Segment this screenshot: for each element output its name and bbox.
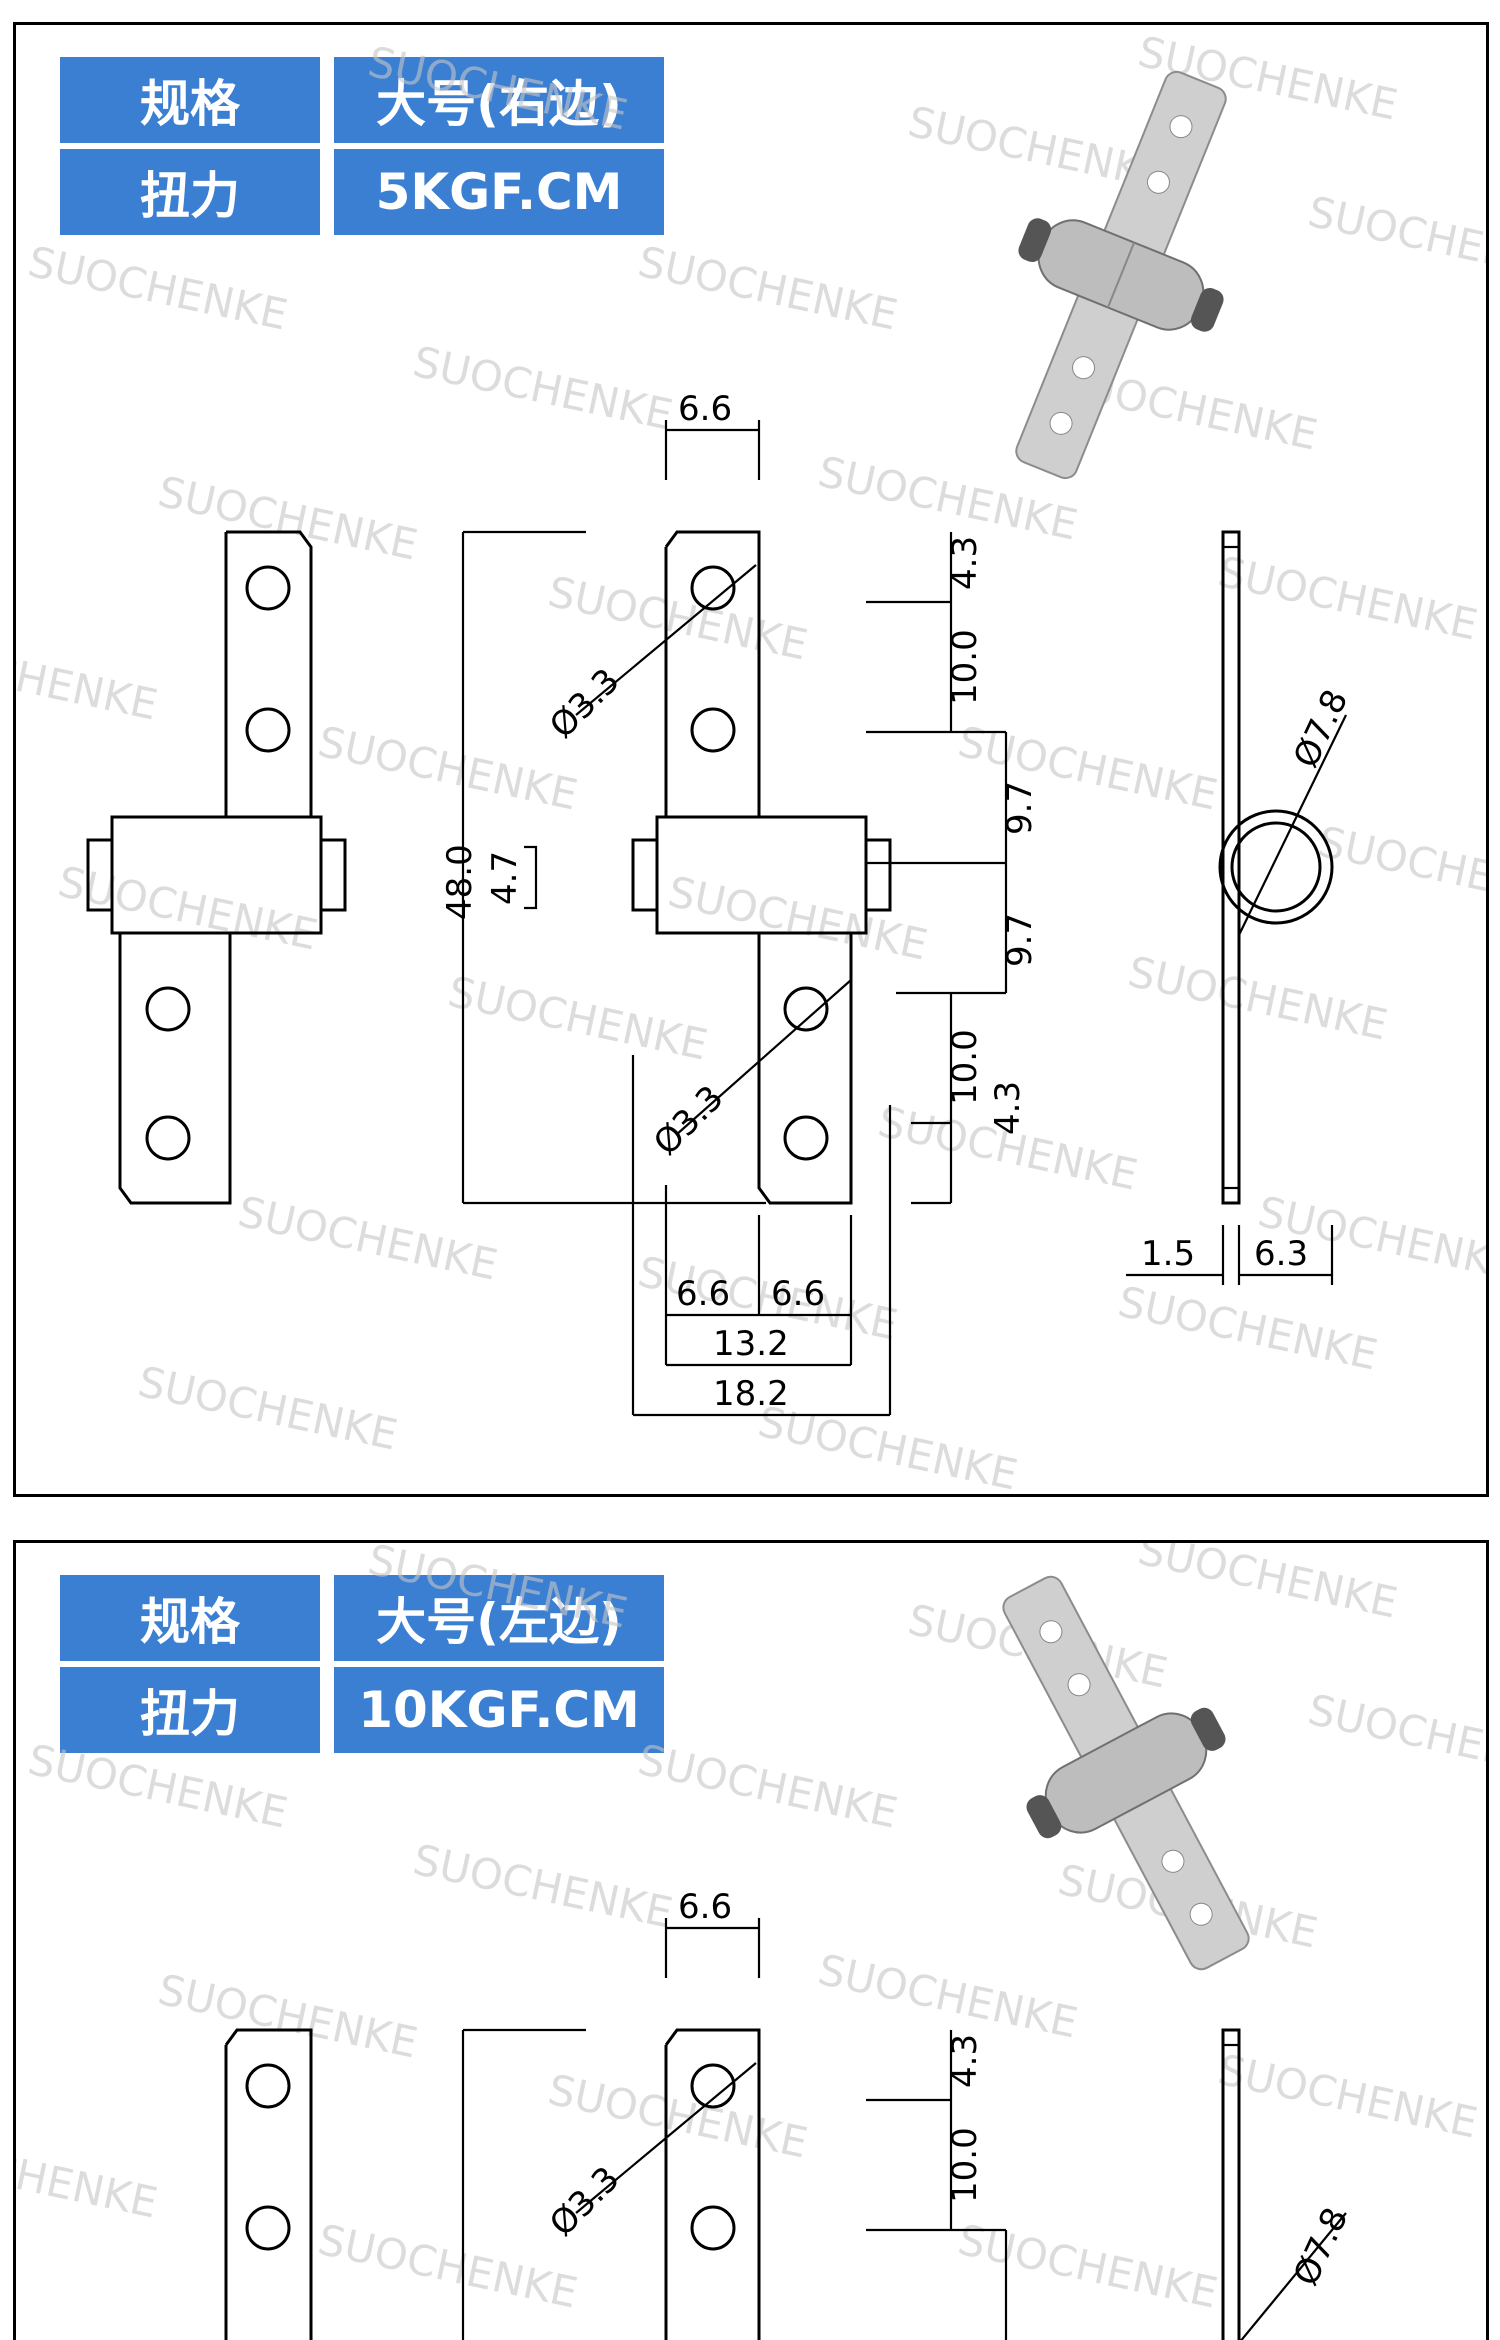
watermark: SUOCHENKE — [664, 867, 932, 970]
watermark: SUOCHENKE — [544, 2065, 812, 2168]
dim-hole-diameter-top: Ø3.3 — [542, 661, 627, 746]
dim-chain-bottom: 6.6 6.6 13.2 18.2 — [631, 1055, 892, 1417]
svg-text:10.0: 10.0 — [945, 2127, 985, 2203]
svg-text:13.2: 13.2 — [713, 1324, 789, 1364]
dim-total-height: 48.0 — [440, 844, 480, 920]
svg-text:6.6: 6.6 — [676, 1274, 730, 1314]
watermark: SUOCHENKE — [1114, 1277, 1382, 1380]
watermark-layer: SUOCHENKE SUOCHENKE SUOCHENKE SUOCHENKE … — [16, 1543, 1486, 2318]
hinge-photo — [1015, 70, 1227, 480]
spec-size-label: 规格 — [60, 1575, 320, 1661]
svg-text:9.7: 9.7 — [1000, 781, 1040, 835]
dim-top-width: 6.6 — [664, 389, 761, 480]
watermark: SUOCHENKE — [634, 1735, 902, 1838]
spec-panel-left: 规格 大号(左边) 扭力 10KGF.CM SUOCHENKE SUOCHENK… — [13, 1540, 1489, 2340]
watermark: SUOCHENKE — [634, 237, 902, 340]
svg-text:10.0: 10.0 — [945, 629, 985, 705]
hinge-view-side: Ø7.8 1.5 6.3 — [1126, 530, 1356, 1285]
watermark: SUOCHENKE — [754, 1397, 1022, 1495]
dim-barrel-diameter: Ø7.8 — [1286, 2202, 1356, 2292]
spec-size-value: 大号(左边) — [334, 1575, 664, 1661]
watermark: SUOCHENKE — [1214, 2045, 1482, 2148]
dim-barrel-diameter: Ø7.8 — [1286, 684, 1356, 774]
watermark: SUOCHENKE — [544, 567, 812, 670]
watermark: SUOCHENKE — [154, 467, 422, 570]
svg-text:4.3: 4.3 — [988, 1081, 1028, 1135]
watermark: SUOCHENKE — [314, 717, 582, 820]
svg-text:6.3: 6.3 — [1254, 1234, 1308, 1274]
watermark: SUOCHENKE — [16, 627, 162, 730]
watermark: SUOCHENKE — [154, 1965, 422, 2068]
dim-hole-diameter-bottom: Ø3.3 — [646, 1078, 731, 1163]
watermark: SUOCHENKE — [444, 967, 712, 1070]
svg-text:4.3: 4.3 — [945, 2034, 985, 2088]
spec-torque-value: 5KGF.CM — [334, 149, 664, 235]
watermark: SUOCHENKE — [364, 37, 632, 140]
watermark: SUOCHENKE — [1304, 187, 1486, 290]
svg-text:6.6: 6.6 — [771, 1274, 825, 1314]
watermark: SUOCHENKE — [24, 1735, 292, 1838]
watermark: SUOCHENKE — [24, 237, 292, 340]
watermark: SUOCHENKE — [16, 2125, 162, 2228]
dim-barrel-gap: 4.7 — [485, 851, 525, 905]
svg-text:9.7: 9.7 — [1000, 913, 1040, 967]
dim-chain-vertical: 4.3 10.0 9.7 9.7 10.0 4.3 — [866, 532, 1040, 1205]
watermark: SUOCHENKE — [1134, 1543, 1402, 1628]
watermark: SUOCHENKE — [134, 1357, 402, 1460]
watermark: SUOCHENKE — [1214, 547, 1482, 650]
svg-text:10.0: 10.0 — [945, 1029, 985, 1105]
svg-text:1.5: 1.5 — [1141, 1234, 1195, 1274]
svg-text:4.3: 4.3 — [945, 536, 985, 590]
watermark: SUOCHENKE — [409, 337, 677, 440]
watermark: SUOCHENKE — [364, 1543, 632, 1638]
dim-chain-vertical: 4.3 10.0 — [866, 2030, 1008, 2340]
watermark: SUOCHENKE — [1304, 1685, 1486, 1788]
technical-drawing-1: SUOCHENKE SUOCHENKE SUOCHENKE SUOCHENKE … — [16, 27, 1486, 1495]
hinge-view-left — [86, 530, 347, 1205]
watermark: SUOCHENKE — [234, 1187, 502, 1290]
hinge-view-left — [224, 2028, 313, 2340]
dim-top-width: 6.6 — [664, 1887, 761, 1978]
spec-panel-right: 规格 大号(右边) 扭力 5KGF.CM SUOCHENKE SUOCHENKE… — [13, 22, 1489, 1497]
spec-size-label: 规格 — [60, 57, 320, 143]
dim-hole-diameter-top: Ø3.3 — [542, 2159, 627, 2244]
svg-text:18.2: 18.2 — [713, 1374, 789, 1414]
spec-torque-label: 扭力 — [60, 149, 320, 235]
watermark: SUOCHENKE — [314, 2215, 582, 2318]
technical-drawing-2: SUOCHENKE SUOCHENKE SUOCHENKE SUOCHENKE … — [16, 1543, 1486, 2340]
watermark: SUOCHENKE — [814, 1945, 1082, 2048]
svg-text:6.6: 6.6 — [678, 1887, 732, 1927]
watermark: SUOCHENKE — [1314, 817, 1486, 920]
spec-torque-value: 10KGF.CM — [334, 1667, 664, 1753]
watermark: SUOCHENKE — [409, 1835, 677, 1938]
spec-size-value: 大号(右边) — [334, 57, 664, 143]
svg-text:6.6: 6.6 — [678, 389, 732, 429]
watermark: SUOCHENKE — [1124, 947, 1392, 1050]
hinge-photo — [1002, 1575, 1250, 1971]
watermark: SUOCHENKE — [54, 857, 322, 960]
dim-48: 48.0 4.7 — [440, 530, 766, 1205]
spec-torque-label: 扭力 — [60, 1667, 320, 1753]
